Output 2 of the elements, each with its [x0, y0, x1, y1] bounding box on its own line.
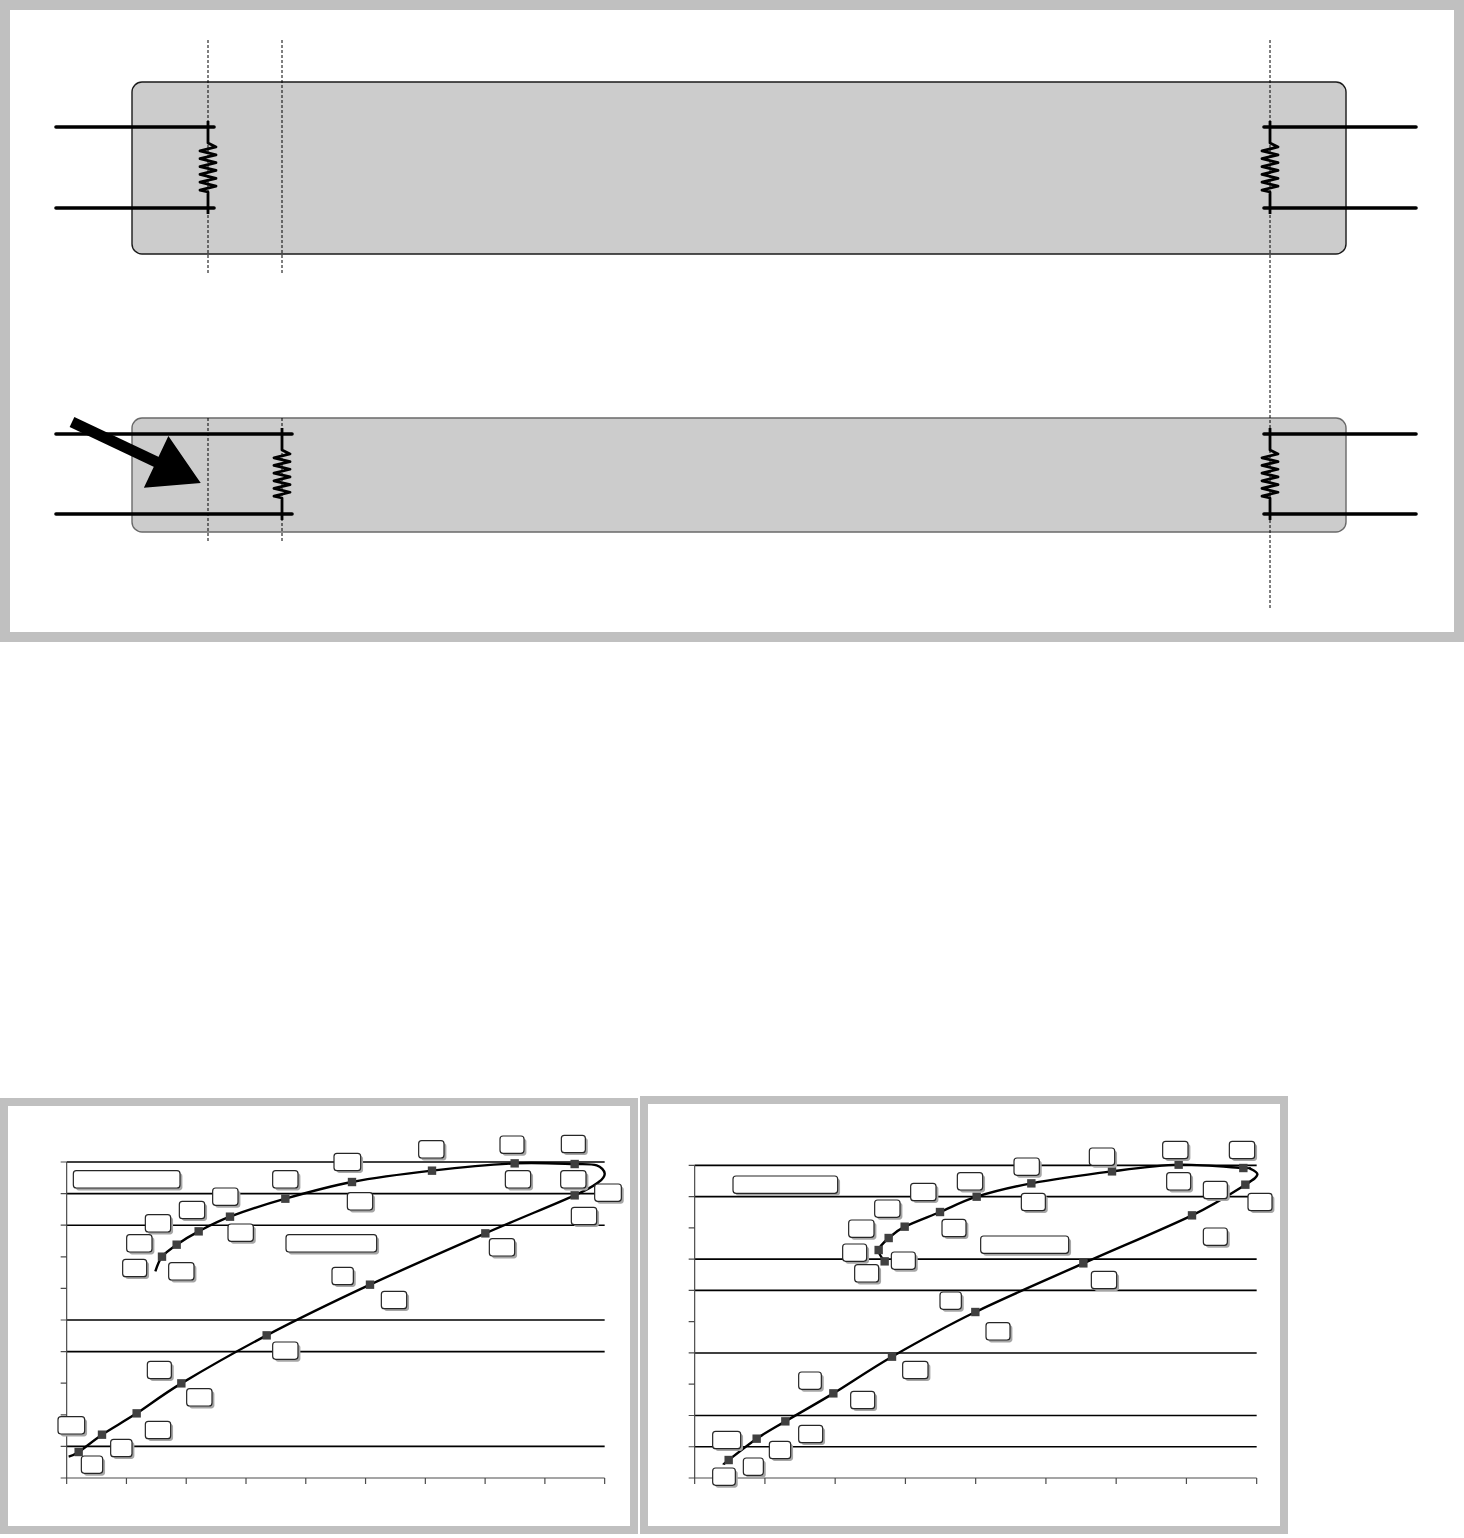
rounded-bar — [131, 417, 1347, 533]
rounded-bar — [131, 81, 1347, 255]
